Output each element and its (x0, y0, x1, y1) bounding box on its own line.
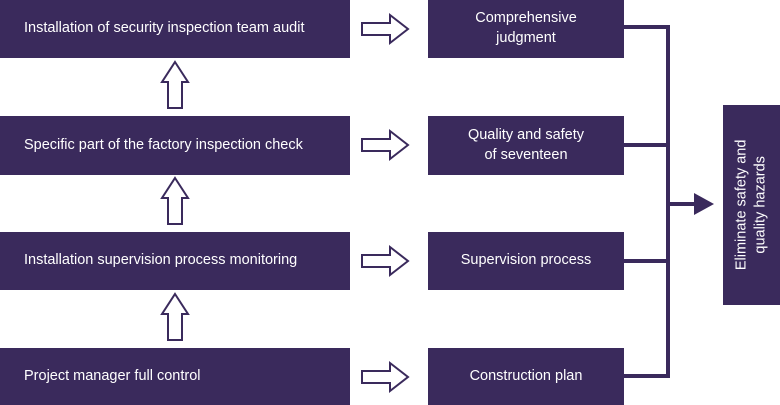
right-arrow-icon (361, 12, 410, 46)
step-box-supervision-monitoring: Installation supervision process monitor… (0, 232, 350, 290)
bracket-line (622, 25, 670, 378)
right-arrow-icon (361, 360, 410, 394)
step-box-security-audit: Installation of security inspection team… (0, 0, 350, 58)
outcome-label-line1: Construction plan (469, 367, 583, 384)
outcome-label-line1: Comprehensive (475, 10, 577, 27)
outcome-box-quality-safety: Quality and safety of seventeen (428, 116, 624, 175)
outcome-box-supervision-process: Supervision process (428, 232, 624, 290)
up-arrow-icon (160, 176, 190, 225)
step-box-factory-check: Specific part of the factory inspection … (0, 116, 350, 175)
step-label: Specific part of the factory inspection … (24, 136, 303, 153)
right-arrow-icon (361, 244, 410, 278)
right-arrow-icon (361, 128, 410, 162)
up-arrow-icon (160, 292, 190, 341)
outcome-label-line2: judgment (496, 30, 556, 46)
outcome-label-line2: of seventeen (484, 146, 568, 163)
result-arrow-icon (694, 193, 714, 215)
outcome-label-line1: Quality and safety (467, 126, 585, 143)
outcome-box-comprehensive-judgment: Comprehensive judgment (428, 0, 624, 58)
result-box-eliminate-hazards: Eliminate safety and quality hazards (723, 105, 780, 305)
step-label: Installation supervision process monitor… (24, 252, 298, 269)
step-label: Installation of security inspection team… (24, 20, 305, 37)
outcome-box-construction-plan: Construction plan (428, 348, 624, 405)
step-box-project-manager: Project manager full control (0, 348, 350, 405)
step-label: Project manager full control (24, 367, 201, 384)
outcome-label-line1: Supervision process (460, 252, 592, 269)
up-arrow-icon (160, 60, 190, 109)
